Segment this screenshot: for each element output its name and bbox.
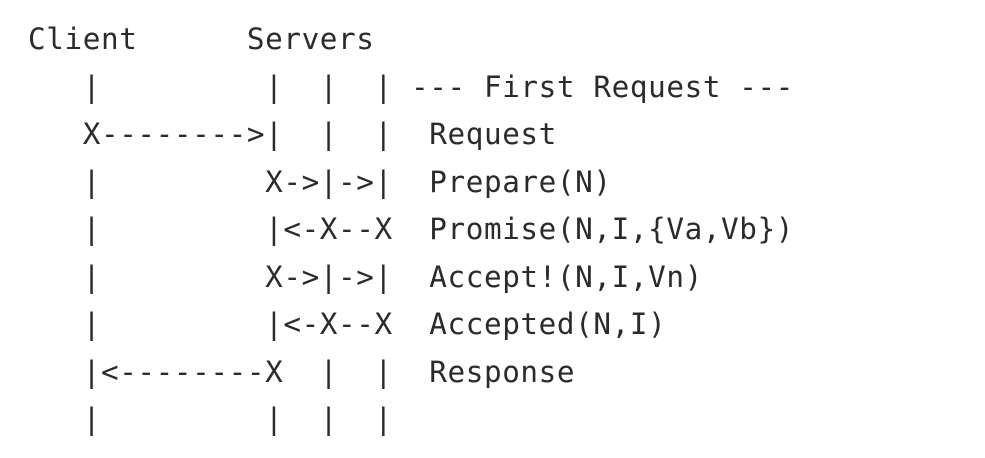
paxos-sequence-diagram: Client Servers | | | | --- First Request… (28, 16, 794, 444)
request-line: X-------->| | | Request (28, 117, 557, 151)
response-line: |<--------X | | Response (28, 354, 576, 389)
promise-line: | |<-X--X Promise(N,I,{Va,Vb}) (28, 212, 795, 246)
accept-line: | X->|->| Accept!(N,I,Vn) (28, 259, 703, 294)
first-request-label-line: | | | | --- First Request --- (28, 69, 795, 104)
prepare-line: | X->|->| Prepare(N) (28, 164, 612, 199)
lifeline-end-line: | | | | (28, 402, 393, 436)
diagram-header-line: Client Servers (28, 22, 375, 56)
accepted-line: | |<-X--X Accepted(N,I) (28, 307, 667, 341)
